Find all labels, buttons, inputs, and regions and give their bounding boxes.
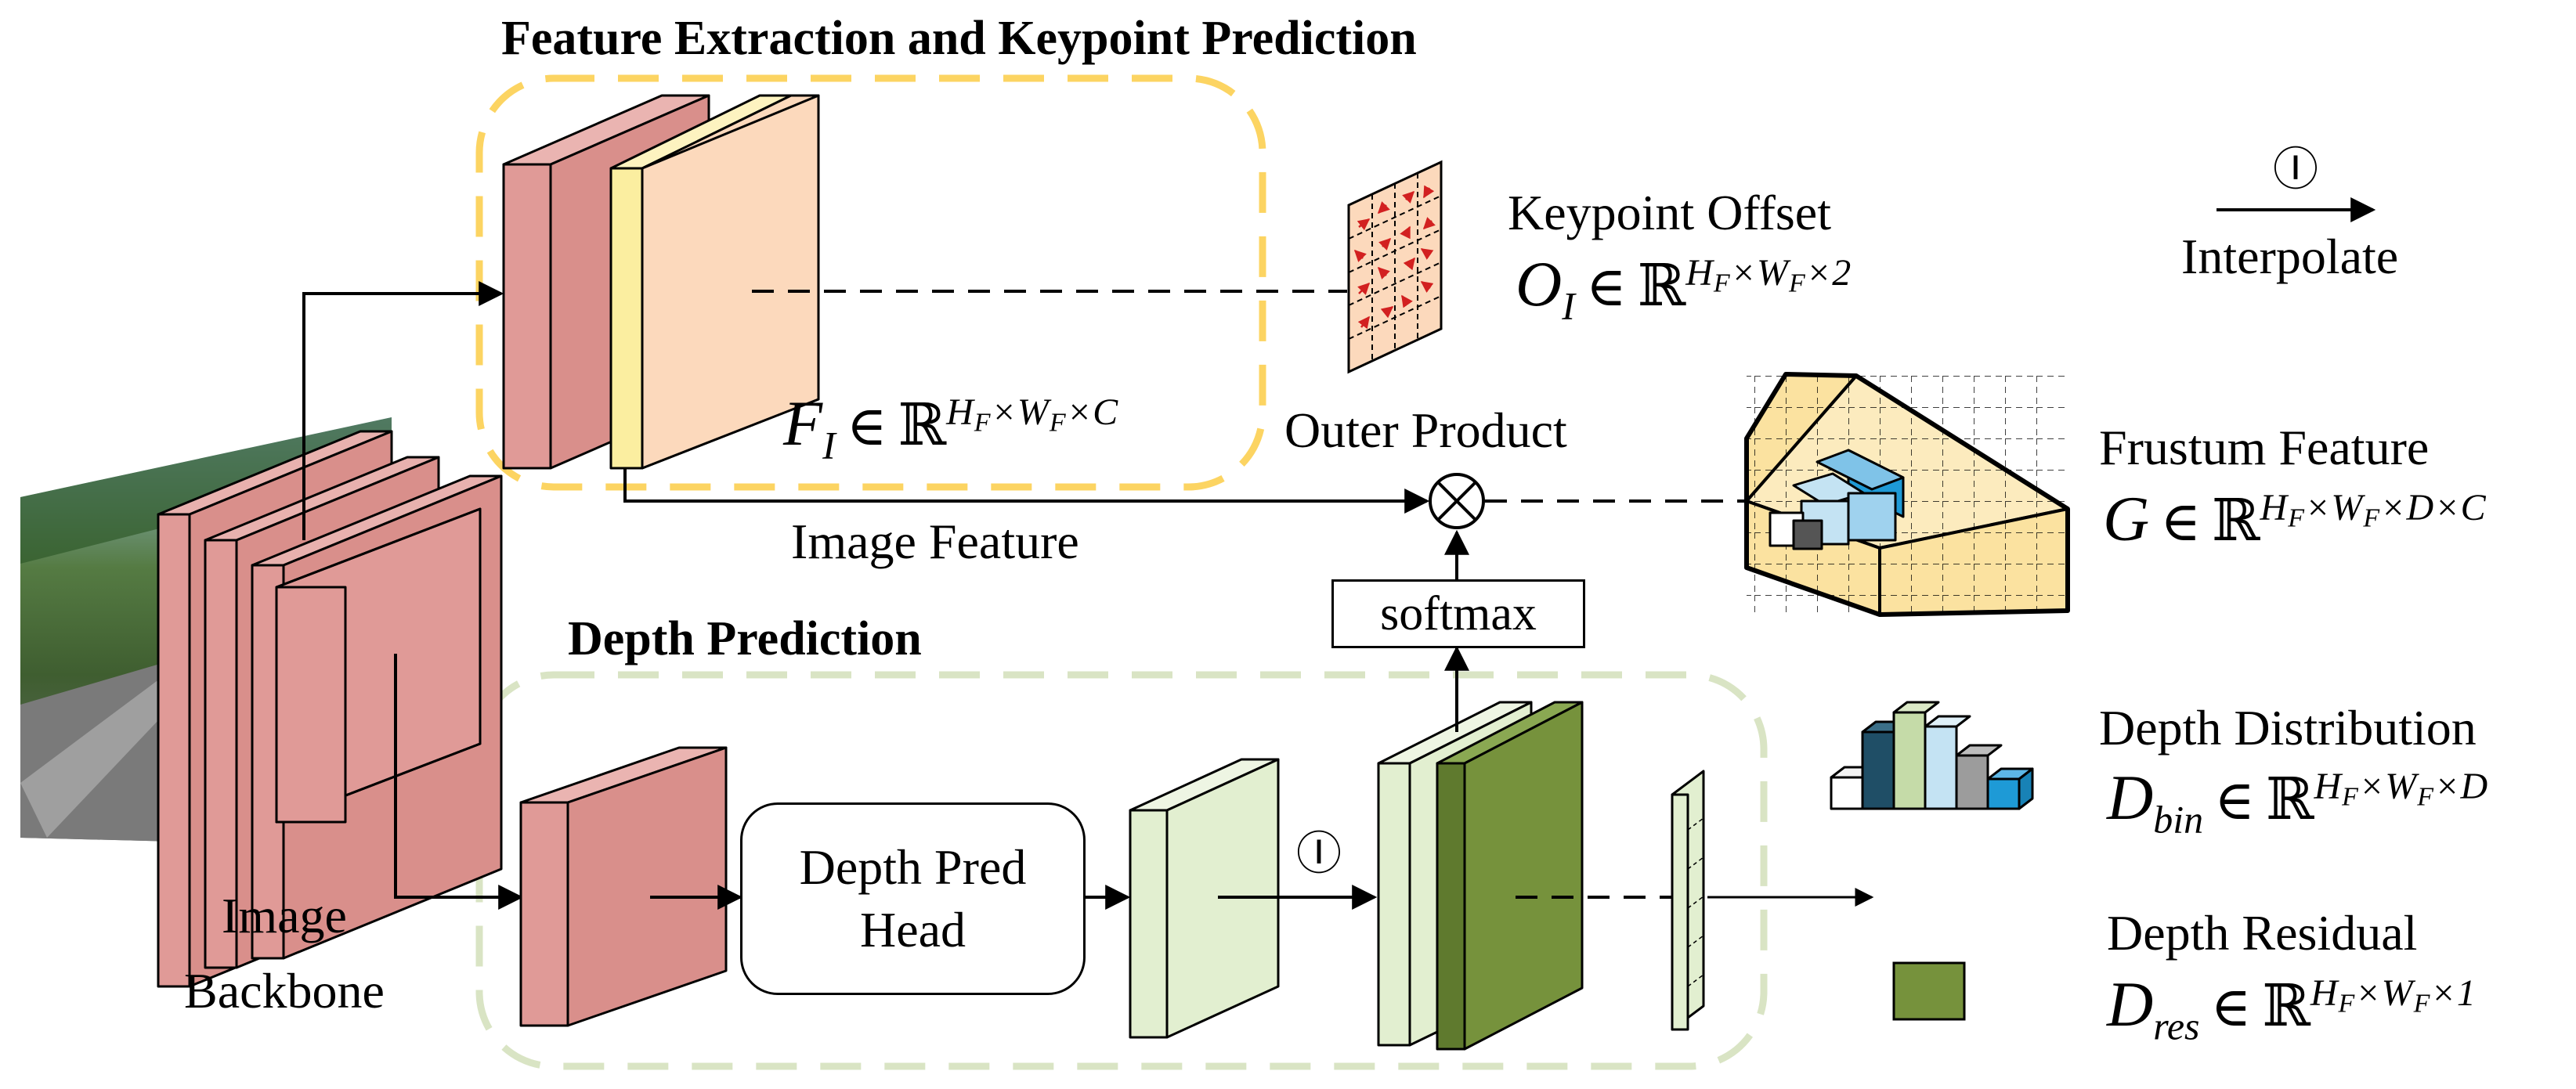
depth-distribution-bars: [1830, 701, 2034, 810]
keypoint-offset-label: Keypoint Offset: [1508, 185, 1831, 240]
frustum-feature-volume: [1744, 372, 2070, 617]
softmax-box: softmax: [1331, 579, 1585, 648]
depth-pred-head-box: Depth Pred Head: [740, 802, 1086, 995]
depth-prediction-title: Depth Prediction: [568, 612, 922, 665]
depth-residual-math: Dres∈ℝHF×WF×1: [2107, 968, 2477, 1048]
backbone-to-depth-arrow: [394, 654, 524, 910]
softmax-label: softmax: [1380, 586, 1537, 640]
depth-residual-label: Depth Residual: [2107, 905, 2418, 961]
keypoint-math-OI: OI∈ℝHF×WF×2: [1516, 248, 1852, 328]
image-backbone-blocks: [157, 430, 503, 988]
depth-pred-head-label-1: Depth Pred: [799, 839, 1027, 895]
frustum-math-G: G∈ℝHF×WF×D×C: [2103, 483, 2487, 554]
outer-product-symbol: [1429, 473, 1485, 529]
backbone-to-feature-arrow: [302, 281, 504, 540]
image-feature-arrow: [623, 468, 1430, 514]
depth-pred-head-label-2: Head: [859, 902, 966, 957]
depth-distribution-math: Dbin∈ℝHF×WF×D: [2107, 762, 2489, 842]
image-feature-label: Image Feature: [791, 514, 1079, 569]
concat-green-blocks: [1377, 701, 1584, 1051]
depth-distribution-label: Depth Distribution: [2099, 700, 2477, 755]
interpolate-symbol-depth: Ⓘ: [1296, 828, 1342, 879]
image-backbone-label-2: Backbone: [184, 963, 385, 1019]
keypoint-offset-map: [1347, 160, 1443, 374]
frustum-feature-label: Frustum Feature: [2099, 420, 2430, 475]
feature-extraction-title: Feature Extraction and Keypoint Predicti…: [501, 12, 1417, 65]
interpolate-label: Interpolate: [2181, 229, 2399, 284]
depth-residual-swatch: [1892, 961, 1966, 1021]
depth-backbone-block: [519, 746, 728, 1027]
outer-product-label: Outer Product: [1284, 402, 1567, 458]
image-backbone-label-1: Image: [222, 888, 347, 943]
interpolate-symbol-legend: Ⓘ: [2273, 144, 2319, 195]
feature-extraction-blocks: [502, 94, 820, 470]
feature-math-FI: FI∈ℝHF×WF×C: [783, 388, 1119, 467]
depth-residual-map: [1671, 770, 1705, 1031]
